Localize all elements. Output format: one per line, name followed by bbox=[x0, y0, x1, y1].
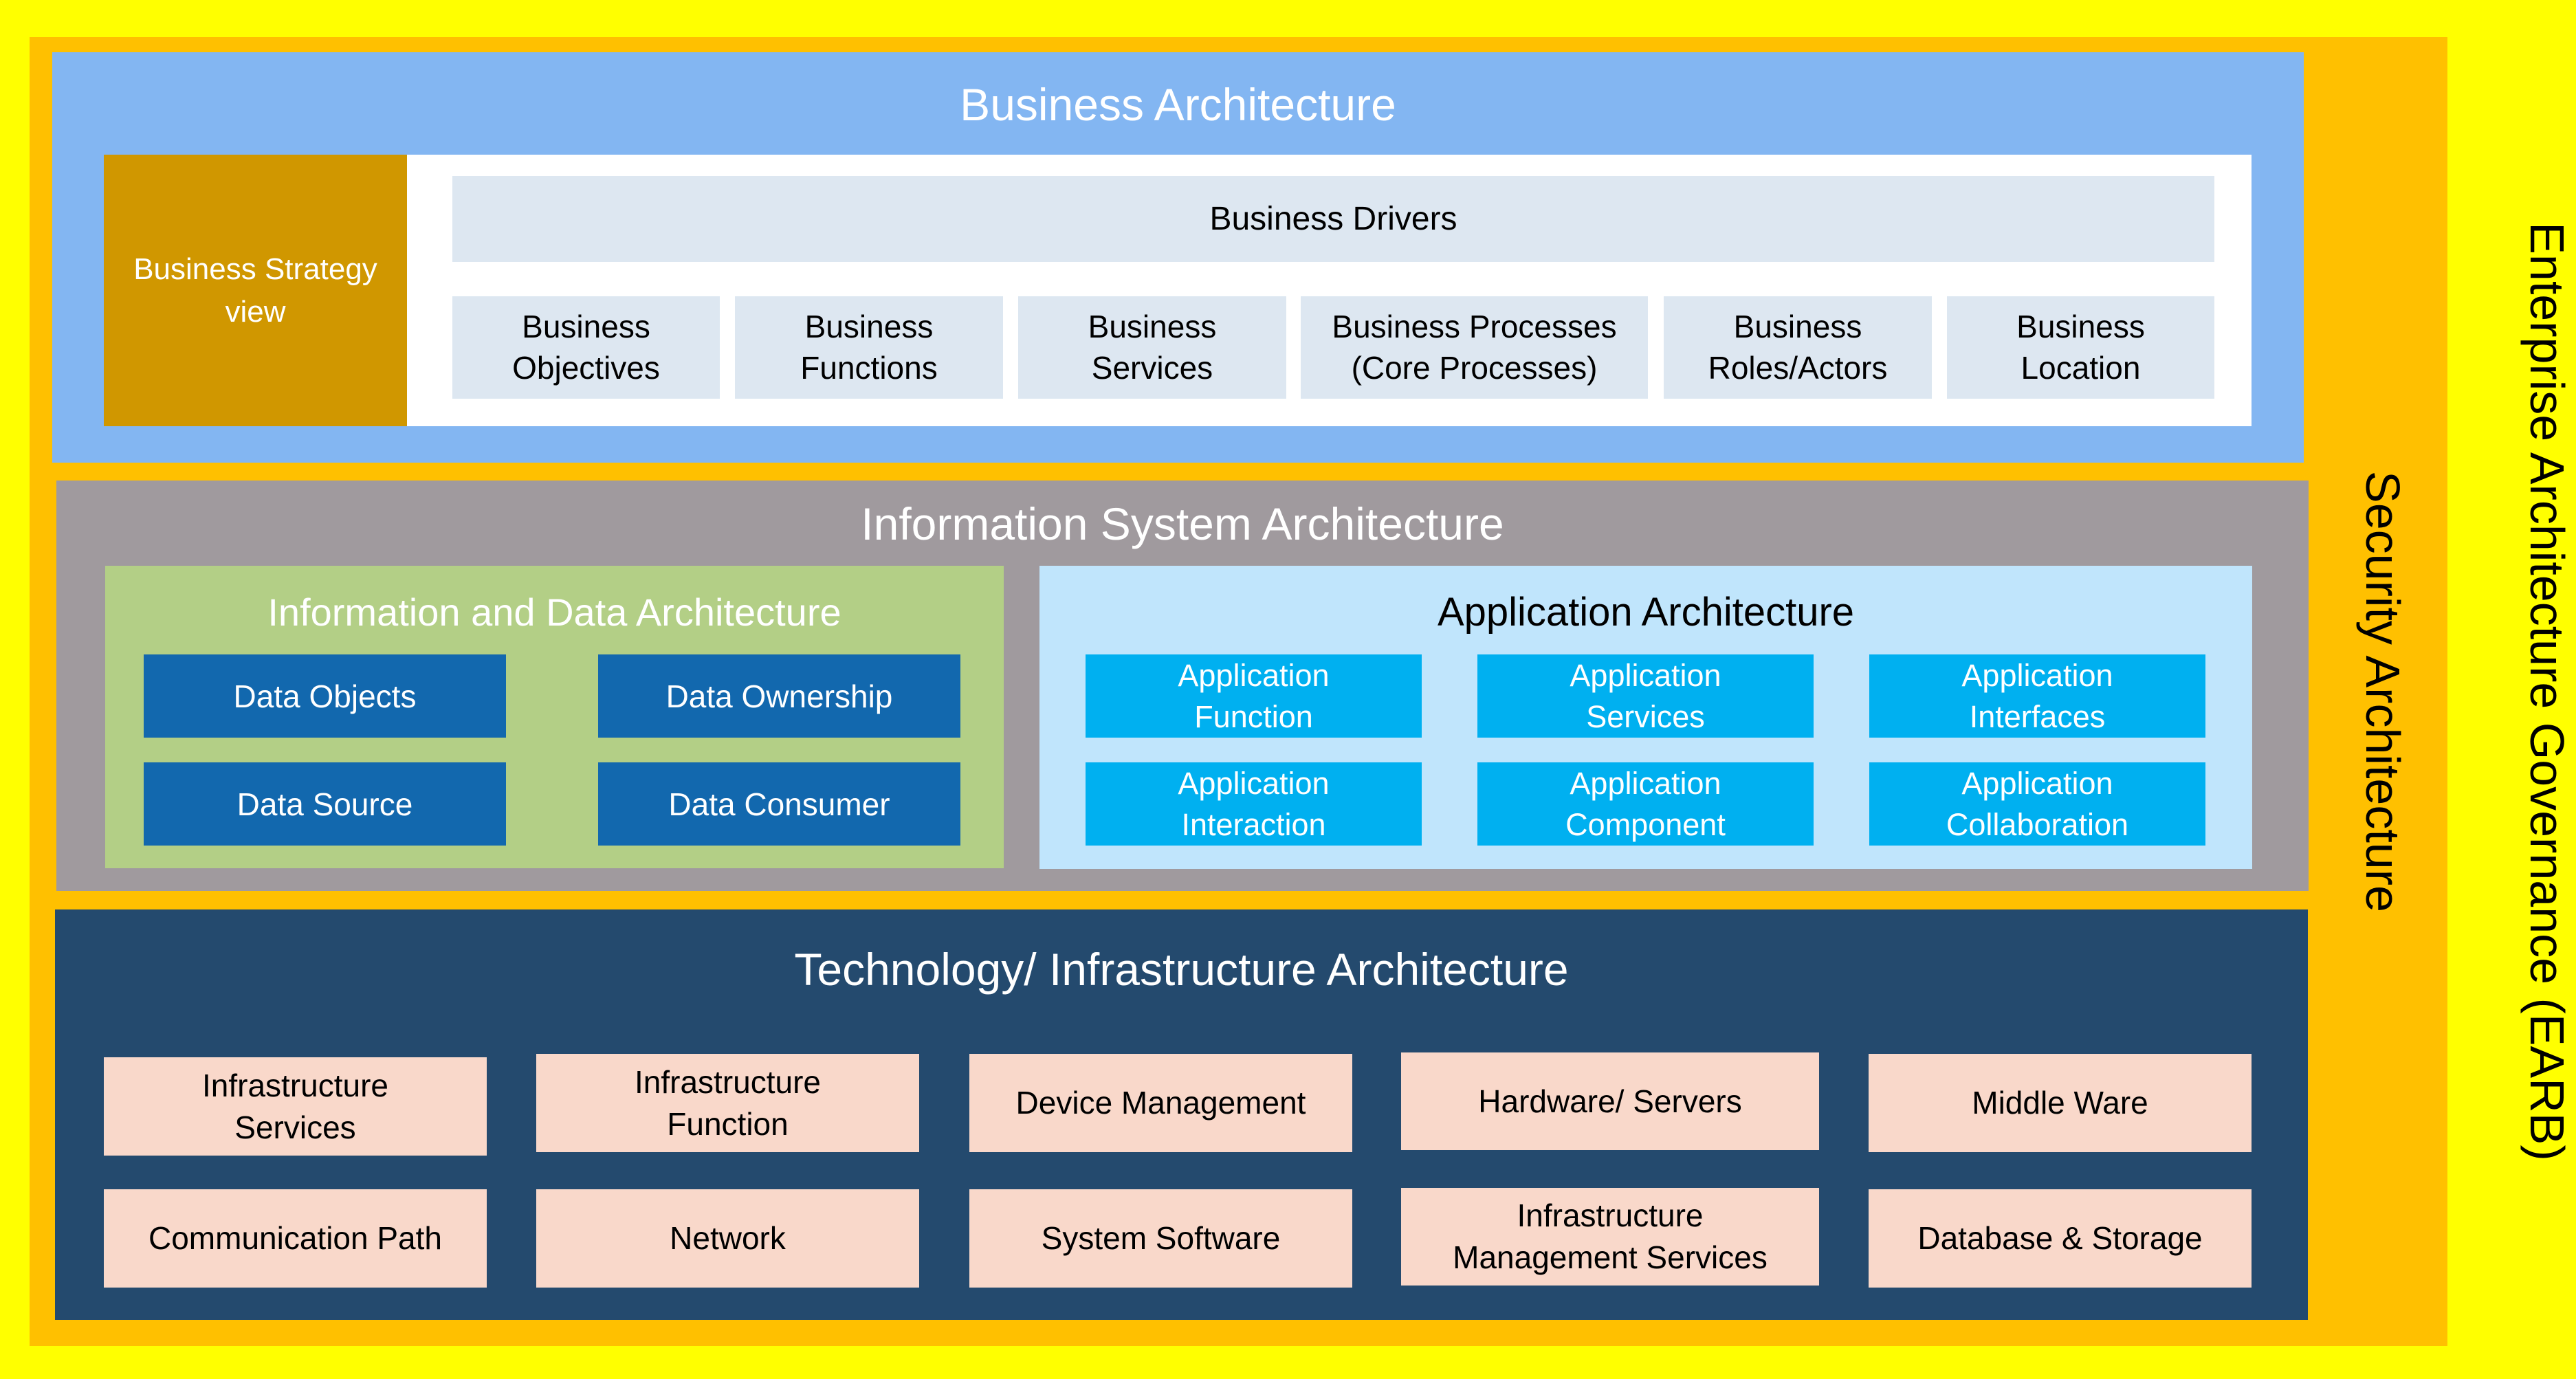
tile-label-line2: Collaboration bbox=[1946, 806, 2129, 842]
tile-label-line1: Application bbox=[1961, 766, 2113, 802]
tile-label-line1: Application bbox=[1570, 766, 1721, 802]
tile-label-line2: Component bbox=[1565, 806, 1726, 842]
tile-label-line1: Business bbox=[1733, 308, 1862, 344]
technology-tile: System Software bbox=[969, 1189, 1352, 1288]
tile-label-line1: Business bbox=[1088, 308, 1217, 344]
business-strategy-view-box: Business Strategy view bbox=[104, 155, 407, 426]
tile-label-line1: Application bbox=[1570, 658, 1721, 694]
business-architecture-title: Business Architecture bbox=[960, 79, 1396, 130]
tile-label-line2: Management Services bbox=[1453, 1239, 1768, 1275]
tile-label-line1: Application bbox=[1178, 658, 1330, 694]
technology-tile: Middle Ware bbox=[1869, 1054, 2252, 1152]
information-system-architecture-title: Information System Architecture bbox=[861, 498, 1504, 549]
technology-tile: Device Management bbox=[969, 1054, 1352, 1152]
tile-label-line2: Objectives bbox=[512, 349, 660, 386]
tile-label-line1: Business bbox=[804, 308, 934, 344]
tile-label-line1: Network bbox=[670, 1220, 786, 1257]
information-data-architecture-title: Information and Data Architecture bbox=[267, 590, 841, 634]
technology-tile: Network bbox=[536, 1189, 919, 1288]
tile-label-line1: Business Processes bbox=[1332, 308, 1617, 344]
tile-label-line1: Infrastructure bbox=[635, 1063, 821, 1100]
tile-label-line1: Communication Path bbox=[148, 1220, 442, 1257]
tile-label-line1: Business bbox=[2016, 308, 2145, 344]
data-tile: Data Objects bbox=[144, 654, 506, 738]
business-drivers-box: Business Drivers bbox=[452, 176, 2214, 262]
tile-label-line2: Location bbox=[2021, 349, 2141, 386]
tile-label-line1: System Software bbox=[1041, 1220, 1281, 1257]
tile-label-line1: Infrastructure bbox=[202, 1067, 388, 1103]
tile-label-line2: Function bbox=[1194, 698, 1313, 734]
tile-label-line1: Hardware/ Servers bbox=[1478, 1083, 1742, 1119]
tile-label-line2: Interfaces bbox=[1969, 698, 2106, 734]
tile-label-line2: (Core Processes) bbox=[1351, 349, 1598, 386]
security-architecture-label: Security Architecture bbox=[2356, 471, 2410, 912]
tile-label-line2: Function bbox=[667, 1105, 789, 1142]
data-tile: Data Consumer bbox=[598, 762, 960, 846]
tile-label-line1: Business bbox=[522, 308, 650, 344]
tile-label-line1: Application bbox=[1961, 658, 2113, 694]
tile-label-line2: Services bbox=[1091, 349, 1213, 386]
tile-label-line1: Database & Storage bbox=[1917, 1220, 2203, 1257]
enterprise-architecture-governance-label: Enterprise Architecture Governance (EARB… bbox=[2520, 222, 2574, 1161]
tile-label-line1: Infrastructure bbox=[1517, 1198, 1704, 1234]
tile-label-line2: Services bbox=[234, 1109, 356, 1145]
tile-label-line2: Roles/Actors bbox=[1708, 349, 1888, 386]
technology-tile: Communication Path bbox=[104, 1189, 487, 1288]
tile-label-line1: Middle Ware bbox=[1972, 1085, 2148, 1121]
data-tile: Data Ownership bbox=[598, 654, 960, 738]
data-tile: Data Source bbox=[144, 762, 506, 846]
tile-label-line1: Device Management bbox=[1015, 1085, 1306, 1121]
technology-tile: Database & Storage bbox=[1869, 1189, 2252, 1288]
tile-label-line1: Application bbox=[1178, 766, 1330, 802]
business-tile: Business Processes (Core Processes) bbox=[1301, 296, 1648, 399]
tile-label-line2: Services bbox=[1586, 698, 1705, 734]
technology-tile: Hardware/ Servers bbox=[1401, 1052, 1819, 1150]
technology-infrastructure-architecture-title: Technology/ Infrastructure Architecture bbox=[794, 944, 1569, 995]
application-architecture-title: Application Architecture bbox=[1437, 589, 1855, 635]
tile-label-line2: Functions bbox=[800, 349, 938, 386]
tile-label-line2: Interaction bbox=[1181, 806, 1326, 842]
